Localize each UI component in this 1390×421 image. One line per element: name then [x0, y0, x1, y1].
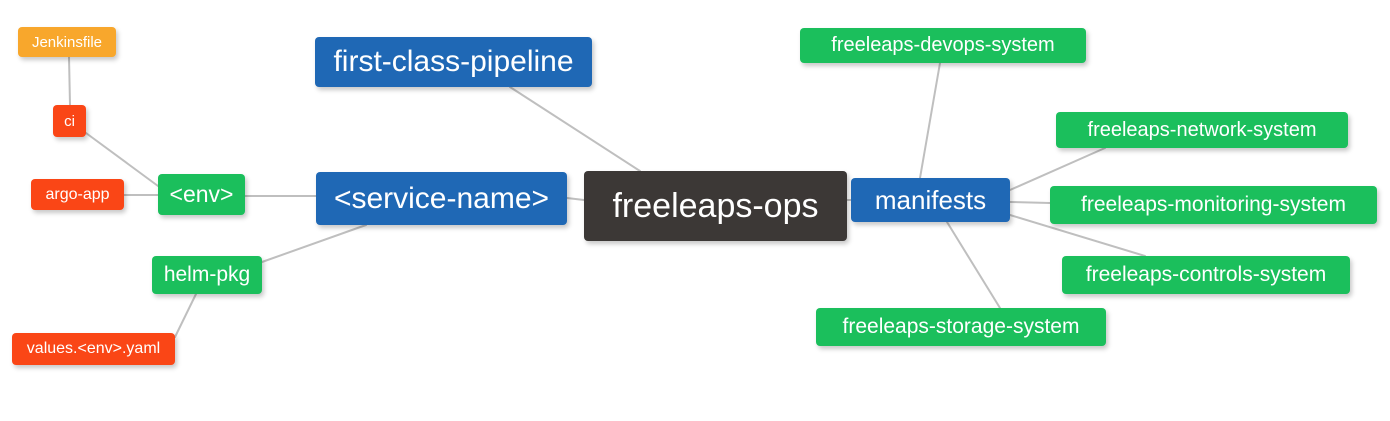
node-freeleaps-ops[interactable]: freeleaps-ops [584, 171, 847, 241]
node-helm-pkg[interactable]: helm-pkg [152, 256, 262, 294]
node-pipeline[interactable]: first-class-pipeline [315, 37, 592, 87]
edge-jenkinsfile-to-ci [68, 56, 71, 106]
node-argo-app[interactable]: argo-app [31, 179, 124, 210]
node-jenkinsfile[interactable]: Jenkinsfile [18, 27, 116, 57]
edge-manifests-to-network-sys [1009, 147, 1106, 191]
node-env[interactable]: <env> [158, 174, 245, 215]
node-manifests[interactable]: manifests [851, 178, 1010, 222]
edge-helm-pkg-to-service-name [261, 224, 367, 263]
node-values-yaml[interactable]: values.<env>.yaml [12, 333, 175, 365]
node-storage-sys[interactable]: freeleaps-storage-system [816, 308, 1106, 346]
edge-ci-to-env [85, 132, 159, 187]
edge-service-name-to-freeleaps-ops [566, 197, 585, 201]
node-service-name[interactable]: <service-name> [316, 172, 567, 225]
node-controls-sys[interactable]: freeleaps-controls-system [1062, 256, 1350, 294]
edge-pipeline-to-freeleaps-ops [509, 86, 641, 172]
node-ci[interactable]: ci [53, 105, 86, 137]
node-network-sys[interactable]: freeleaps-network-system [1056, 112, 1348, 148]
node-monitoring-sys[interactable]: freeleaps-monitoring-system [1050, 186, 1377, 224]
edge-values-yaml-to-helm-pkg [174, 293, 197, 338]
edge-manifests-to-devops-sys [919, 62, 941, 179]
edge-manifests-to-monitoring-sys [1009, 201, 1051, 204]
edge-manifests-to-controls-sys [1009, 214, 1146, 257]
node-devops-sys[interactable]: freeleaps-devops-system [800, 28, 1086, 63]
edge-manifests-to-storage-sys [946, 221, 1001, 309]
